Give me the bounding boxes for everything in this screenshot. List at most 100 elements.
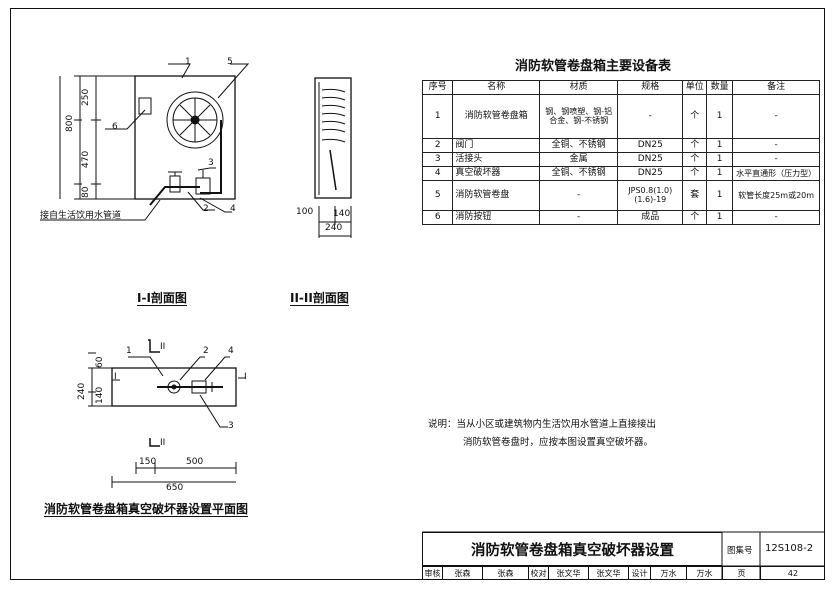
table-cell: -: [539, 209, 619, 225]
dim-470: 470: [81, 150, 91, 168]
table-header: 序号: [421, 80, 454, 95]
table-cell: 钢、钢喷塑、钢-铝合金、钢-不锈钢: [539, 93, 619, 139]
supply-pipe-inlet: [149, 186, 200, 206]
table-cell: -: [539, 179, 619, 211]
equipment-table-title: 消防软管卷盘箱主要设备表: [515, 59, 672, 74]
plan-callout-4: 4: [228, 346, 234, 356]
valve-body: [169, 175, 181, 193]
hose-reel-outer: [166, 91, 224, 149]
table-row: 2 阀门 全铜、不锈钢 DN25 个 1 -: [421, 137, 820, 153]
section-mark-top: II: [160, 342, 166, 352]
table-header: 材质: [539, 80, 619, 95]
signature-row: 审核 张森 张森 校对 张文华 张文华 设计 万水 万水 页 42: [422, 566, 825, 580]
table-cell: -: [732, 137, 820, 153]
table-cell: 套: [682, 179, 708, 211]
table-cell: 阀门: [452, 137, 541, 153]
tb-cell: 审核: [422, 566, 442, 580]
leader-3: [197, 167, 216, 171]
table-cell: 6: [421, 209, 454, 225]
table-cell: 消防按钮: [452, 209, 541, 225]
callout-2: 2: [203, 204, 209, 214]
table-header: 数量: [706, 80, 734, 95]
table-cell: 个: [682, 165, 708, 181]
plan-callout-1: 1: [126, 346, 132, 356]
callout-1: 1: [185, 57, 191, 67]
table-cell: 水平直通形（压力型）: [732, 165, 820, 181]
table-cell: DN25: [617, 151, 684, 167]
callout-5: 5: [227, 57, 233, 67]
dim-240: 240: [325, 223, 343, 233]
caption-plan: 消防软管卷盘箱真空破坏器设置平面图: [44, 502, 249, 517]
tb-cell: 张森: [482, 566, 528, 580]
dim-100: 100: [296, 207, 314, 217]
hose-coils: [321, 88, 346, 143]
dim-650-plan: 650: [166, 483, 184, 493]
plan-breaker: [191, 380, 207, 394]
table-cell: 1: [706, 165, 734, 181]
table-cell: -: [732, 93, 820, 139]
table-row: 5 消防软管卷盘 - JPS0.8(1.0)(1.6)-19 套 1 软管长度2…: [421, 179, 820, 211]
table-cell: 2: [421, 137, 454, 153]
supply-note: 接自生活饮用水管道: [40, 211, 122, 221]
leader-6: [105, 109, 146, 130]
callout-6: 6: [112, 122, 118, 132]
table-header: 名称: [452, 80, 541, 95]
leader-5: [217, 63, 250, 99]
tb-cell: 张文华: [548, 566, 588, 580]
note-line-2: 消防软管卷盘时，应按本图设置真空破坏器。: [463, 437, 654, 448]
table-cell: 4: [421, 165, 454, 181]
table-cell: 个: [682, 151, 708, 167]
callout-3: 3: [208, 158, 214, 168]
tb-cell: 张森: [442, 566, 482, 580]
cabinet-plan: [111, 367, 237, 407]
dim-80: 80: [81, 186, 91, 198]
dim-250: 250: [81, 88, 91, 106]
dim-150-plan: 150: [139, 457, 157, 467]
supply-pipe-vertical: [200, 120, 222, 194]
table-cell: 全铜、不锈钢: [539, 165, 619, 181]
title-block: 消防软管卷盘箱真空破坏器设置 审核 张森 张森 校对 张文华 张文华 设计 万水…: [422, 532, 825, 580]
tb-cell: 页: [722, 566, 760, 580]
sheet-border: [10, 8, 825, 580]
section-mark-right: I: [244, 372, 247, 382]
dim-500-plan: 500: [186, 457, 204, 467]
dim-140: 140: [333, 209, 351, 219]
caption-section-2: II-II剖面图: [290, 291, 349, 306]
tb-cell: 设计: [628, 566, 650, 580]
dim-800: 800: [65, 114, 75, 132]
table-cell: DN25: [617, 137, 684, 153]
dim-240-plan: 240: [77, 382, 87, 400]
table-header-row: 序号 名称 材质 规格 单位 数量 备注: [421, 80, 820, 95]
plan-valve: [167, 380, 181, 394]
table-row: 3 活接头 金属 DN25 个 1 -: [421, 151, 820, 167]
table-cell: 全铜、不锈钢: [539, 137, 619, 153]
table-row: 6 消防按钮 - 成品 个 1 -: [421, 209, 820, 225]
table-row: 4 真空破坏器 全铜、不锈钢 DN25 个 1 水平直通形（压力型）: [421, 165, 820, 181]
table-cell: 1: [421, 93, 454, 139]
table-cell: -: [732, 209, 820, 225]
tb-cell: 万水: [650, 566, 686, 580]
table-cell: 消防软管卷盘箱: [452, 93, 541, 139]
plan-callout-2: 2: [203, 346, 209, 356]
table-cell: 成品: [617, 209, 684, 225]
table-header: 规格: [617, 80, 684, 95]
table-cell: 1: [706, 93, 734, 139]
table-cell: 软管长度25m或20m: [732, 179, 820, 211]
table-cell: 消防软管卷盘: [452, 179, 541, 211]
drawing-title: 消防软管卷盘箱真空破坏器设置: [422, 532, 722, 566]
table-header: 单位: [682, 80, 708, 95]
section-mark-bottom: II: [160, 438, 166, 448]
section-mark-left: I: [114, 372, 117, 382]
atlas-label: 图集号: [727, 546, 753, 556]
table-cell: 金属: [539, 151, 619, 167]
cabinet-latch: [138, 97, 152, 115]
table-cell: -: [617, 93, 684, 139]
table-cell: 5: [421, 179, 454, 211]
plan-callout-3: 3: [228, 421, 234, 431]
caption-section-1: I-I剖面图: [137, 291, 187, 306]
callout-4: 4: [230, 204, 236, 214]
equipment-table: 序号 名称 材质 规格 单位 数量 备注 1 消防软管卷盘箱 钢、钢喷塑、钢-铝…: [421, 80, 820, 225]
leader-1: [168, 63, 191, 79]
